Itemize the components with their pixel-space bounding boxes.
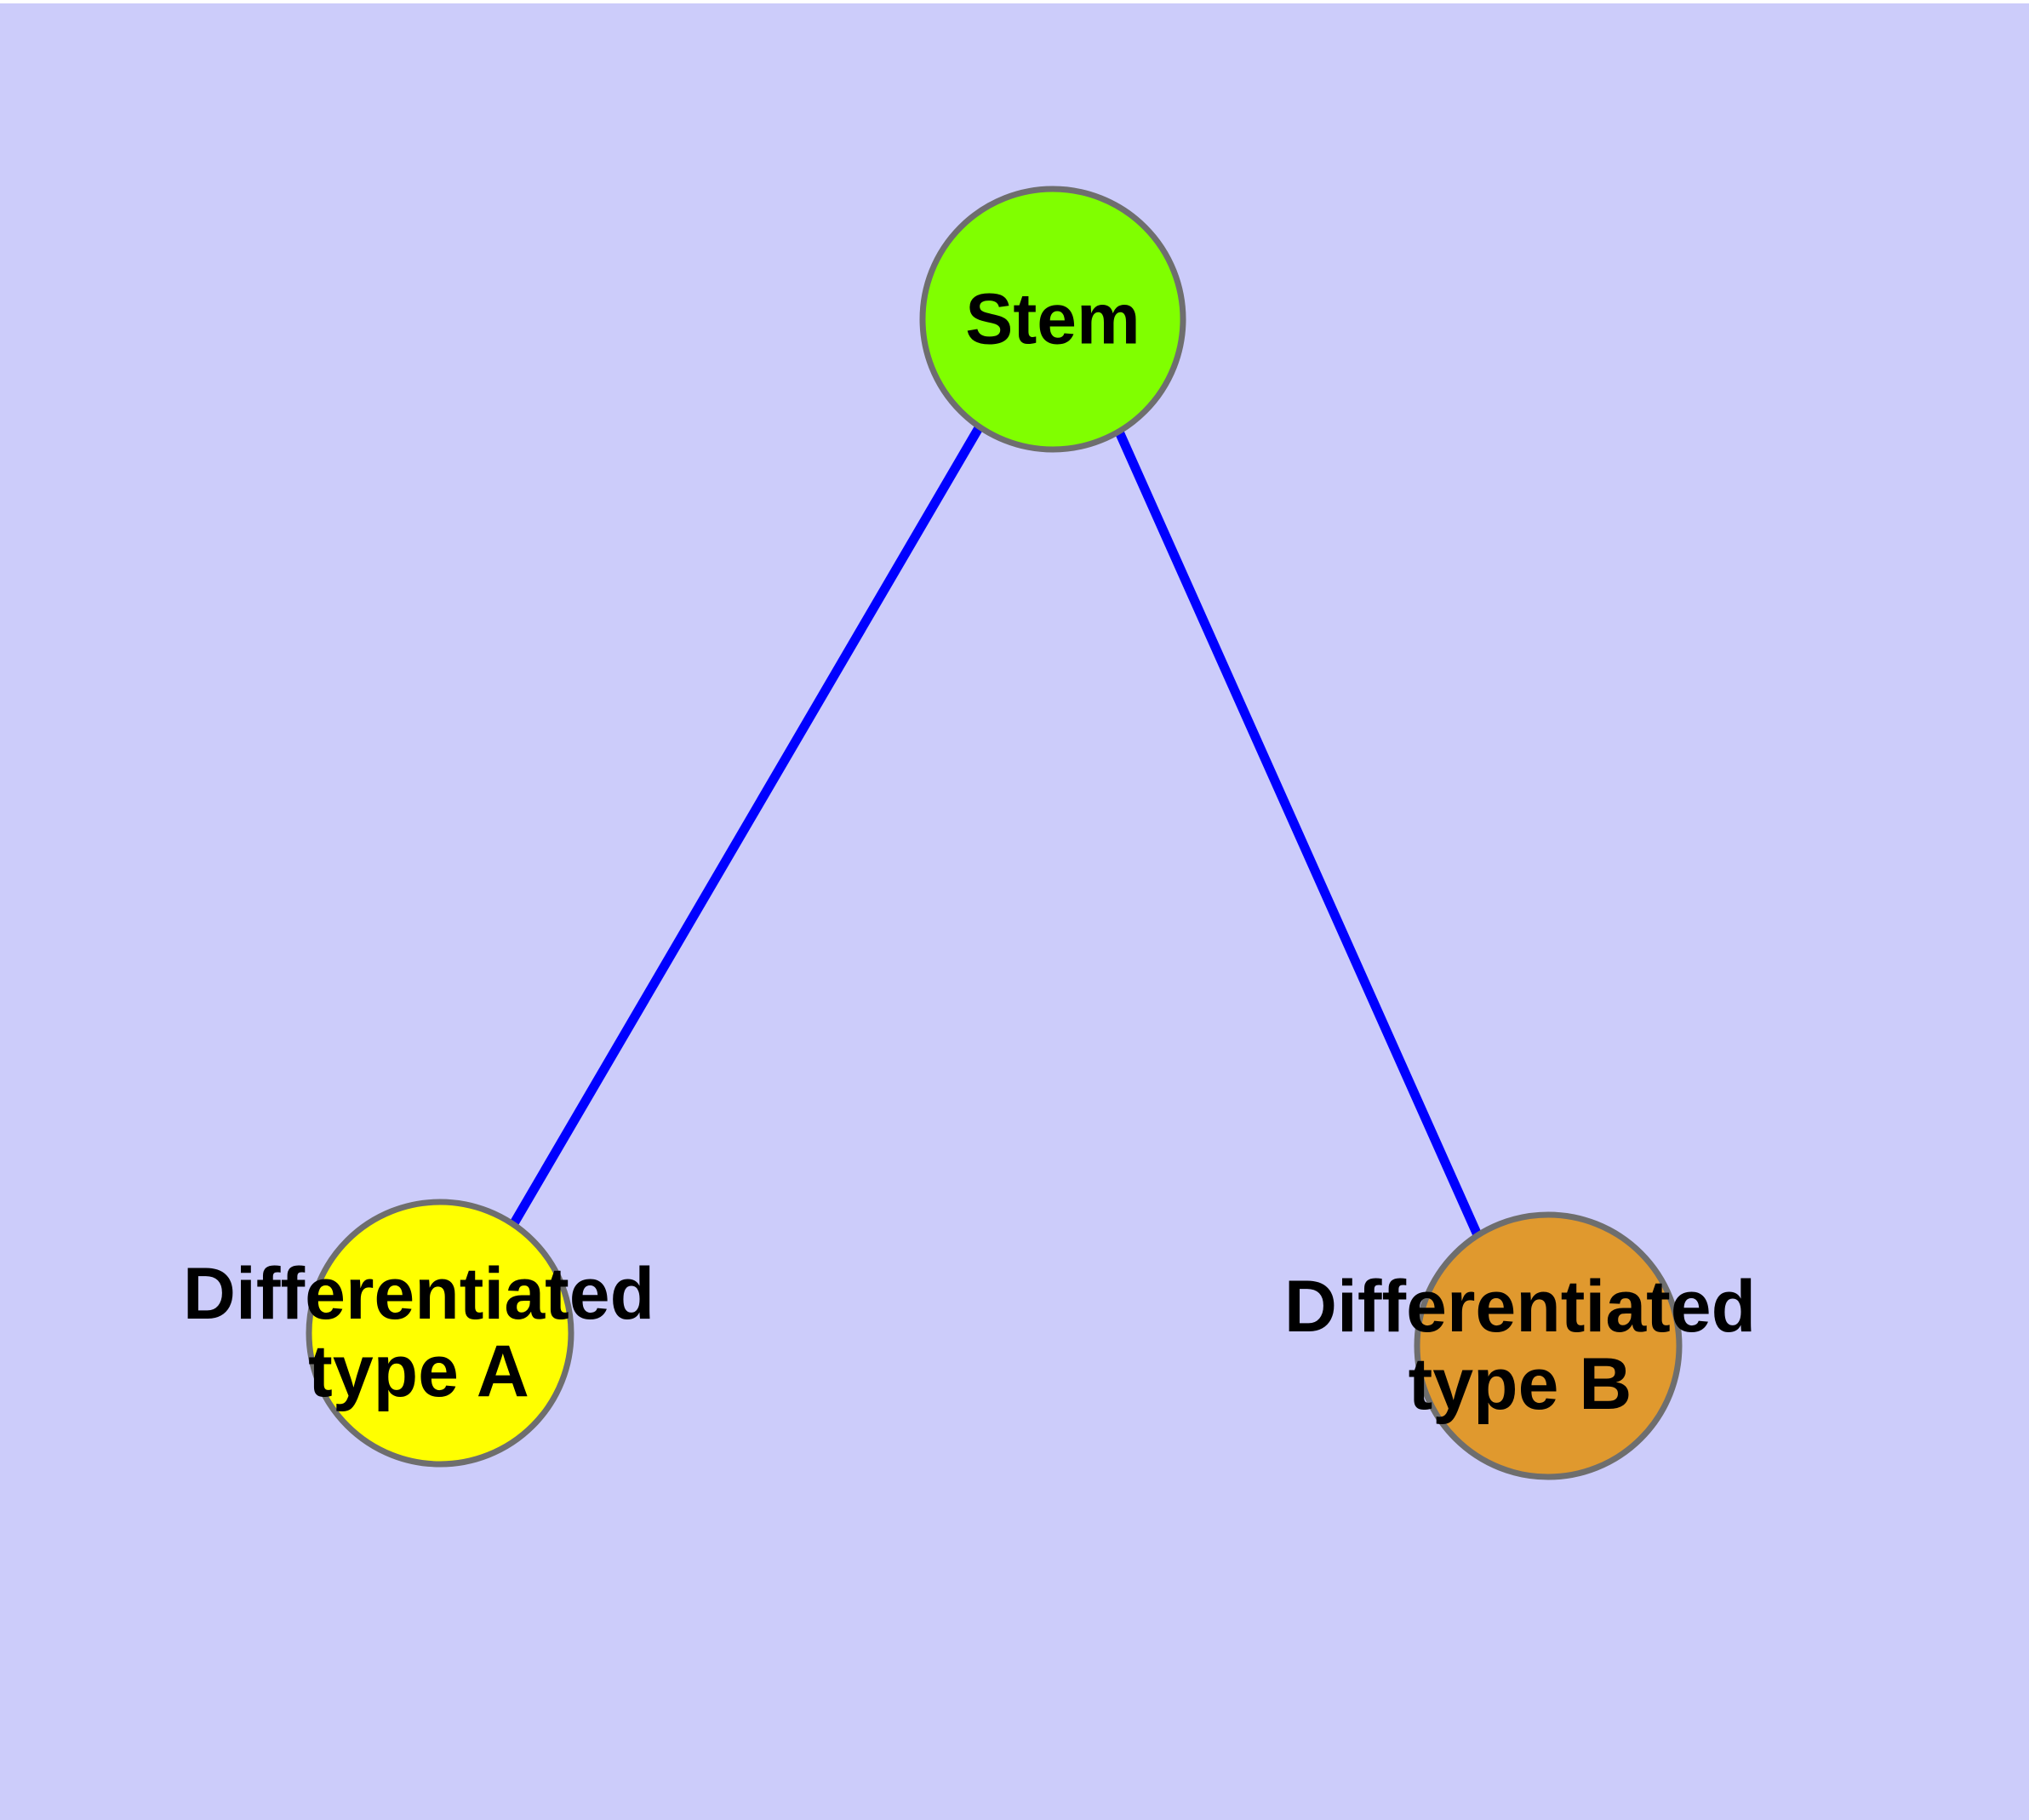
edge-group — [510, 424, 1483, 1239]
edge-stem-to-differentiated-type-a — [510, 424, 984, 1226]
node-stem[interactable] — [919, 186, 1186, 453]
node-differentiated-type-a[interactable] — [306, 1199, 574, 1468]
node-differentiated-type-b[interactable] — [1414, 1211, 1683, 1480]
edge-stem-to-differentiated-type-b — [1113, 427, 1483, 1239]
node-group — [306, 186, 1683, 1480]
